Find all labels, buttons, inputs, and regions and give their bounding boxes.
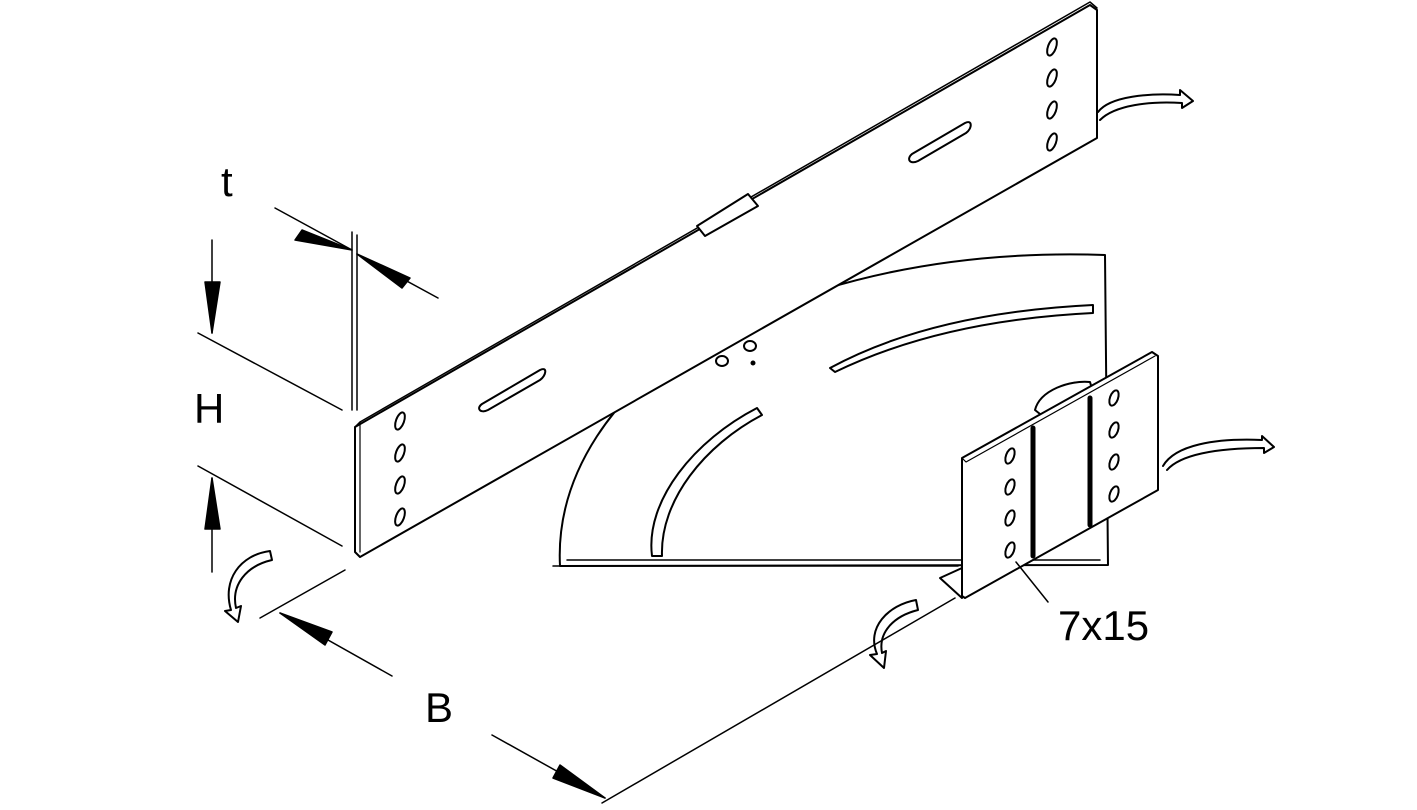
connector-holes-right xyxy=(1108,389,1120,503)
dimension-arrowhead-icon xyxy=(279,612,333,646)
side-plate xyxy=(354,1,1098,558)
long-slot xyxy=(478,368,547,413)
width-label: B xyxy=(425,684,453,731)
long-slot xyxy=(908,121,972,164)
end-hole-column-right xyxy=(1046,37,1058,152)
dimension-arrowhead-icon xyxy=(552,764,606,799)
hole xyxy=(715,355,729,367)
slot-size-label: 7x15 xyxy=(1058,602,1149,649)
arc-slot xyxy=(829,304,1094,373)
height-label: H xyxy=(194,385,224,432)
bend-arrow-icon xyxy=(1162,435,1275,471)
dimension-arrowhead-icon xyxy=(204,477,221,530)
rotation-arrow-icon xyxy=(869,599,919,669)
rotation-arrow-icon xyxy=(224,550,273,623)
hole xyxy=(750,360,756,366)
connector-holes-left xyxy=(1004,447,1016,559)
thickness-dimension xyxy=(274,207,439,411)
slot-leader-line xyxy=(1015,561,1049,603)
hole xyxy=(743,340,757,352)
arc-slot xyxy=(650,407,763,557)
connector-plate xyxy=(939,351,1159,603)
width-dimension xyxy=(259,569,956,804)
bend-arrow-icon xyxy=(1097,89,1194,121)
dimension-arrowhead-icon xyxy=(294,229,353,251)
thickness-label: t xyxy=(221,158,233,205)
dimension-arrowhead-icon xyxy=(356,253,411,289)
height-dimension xyxy=(197,239,343,573)
dimension-arrowhead-icon xyxy=(204,281,221,334)
end-hole-column-left xyxy=(394,411,406,527)
splice-tab xyxy=(696,193,759,237)
